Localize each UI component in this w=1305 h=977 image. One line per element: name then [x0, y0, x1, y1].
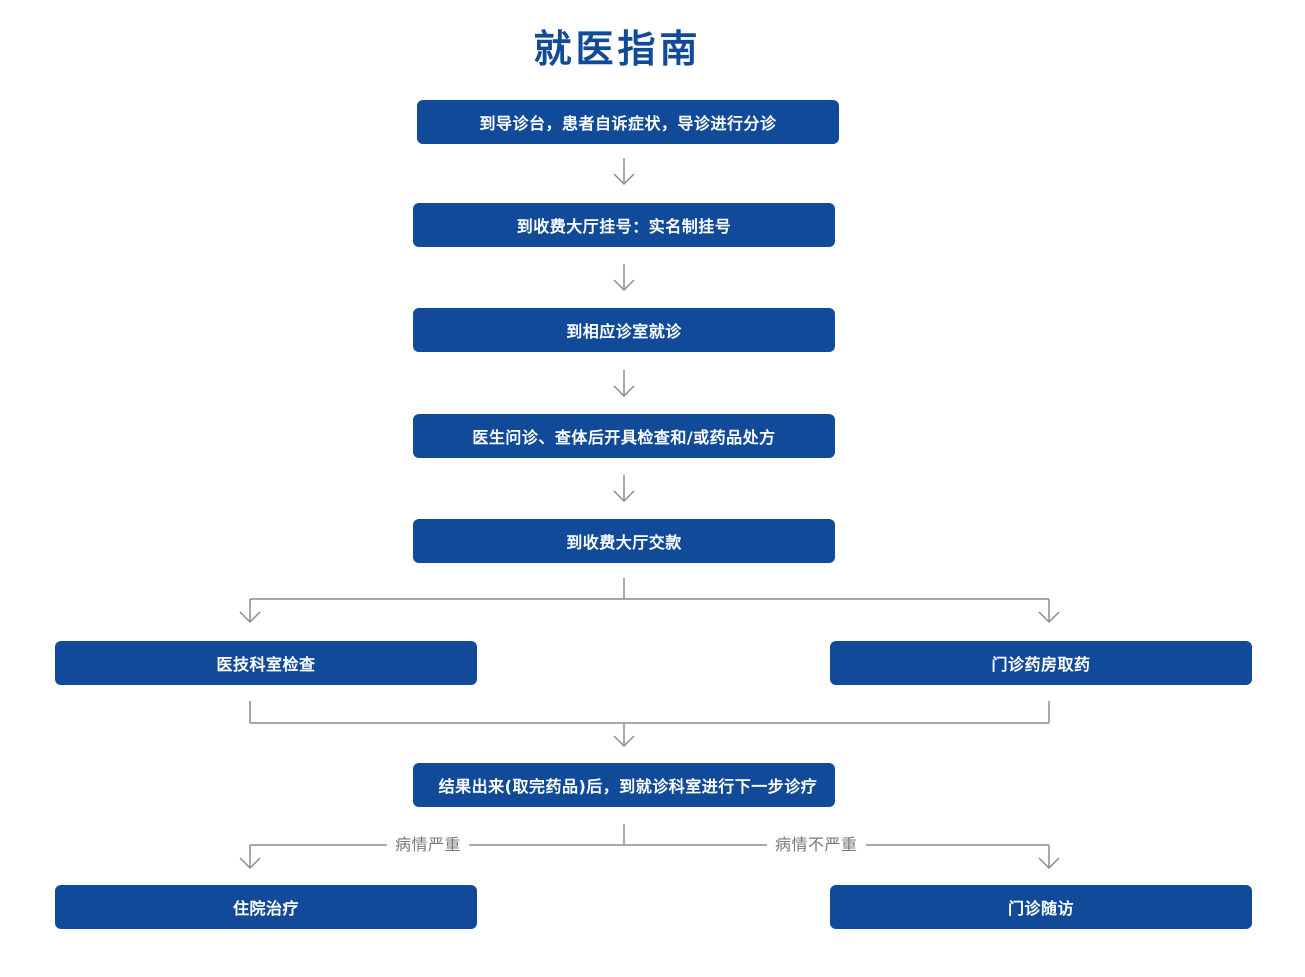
- step-1-triage-box: 到导诊台，患者自诉症状，导诊进行分诊: [417, 100, 839, 144]
- arrow-step3-to-step4: [613, 370, 635, 398]
- arrow-step2-to-step3: [613, 264, 635, 292]
- arrow-step1-to-step2: [613, 158, 635, 186]
- step-4-prescription-box: 医生问诊、查体后开具检查和/或药品处方: [413, 414, 835, 458]
- merge-connector: [249, 701, 1050, 748]
- hospitalization-box: 住院治疗: [55, 885, 477, 929]
- severe-condition-label: 病情严重: [387, 833, 470, 857]
- step-5-payment-box: 到收费大厅交款: [413, 519, 835, 563]
- page-title: 就医指南: [533, 27, 702, 71]
- medical-exam-box: 医技科室检查: [55, 641, 477, 685]
- split-connector: [239, 578, 1060, 624]
- outcome-connector: [239, 824, 1060, 870]
- arrow-step4-to-step5: [613, 475, 635, 503]
- result-next-step-box: 结果出来(取完药品)后，到就诊科室进行下一步诊疗: [413, 763, 835, 807]
- pharmacy-box: 门诊药房取药: [830, 641, 1252, 685]
- step-3-consultation-box: 到相应诊室就诊: [413, 308, 835, 352]
- step-2-registration-box: 到收费大厅挂号：实名制挂号: [413, 203, 835, 247]
- outpatient-followup-box: 门诊随访: [830, 885, 1252, 929]
- mild-condition-label: 病情不严重: [767, 833, 866, 857]
